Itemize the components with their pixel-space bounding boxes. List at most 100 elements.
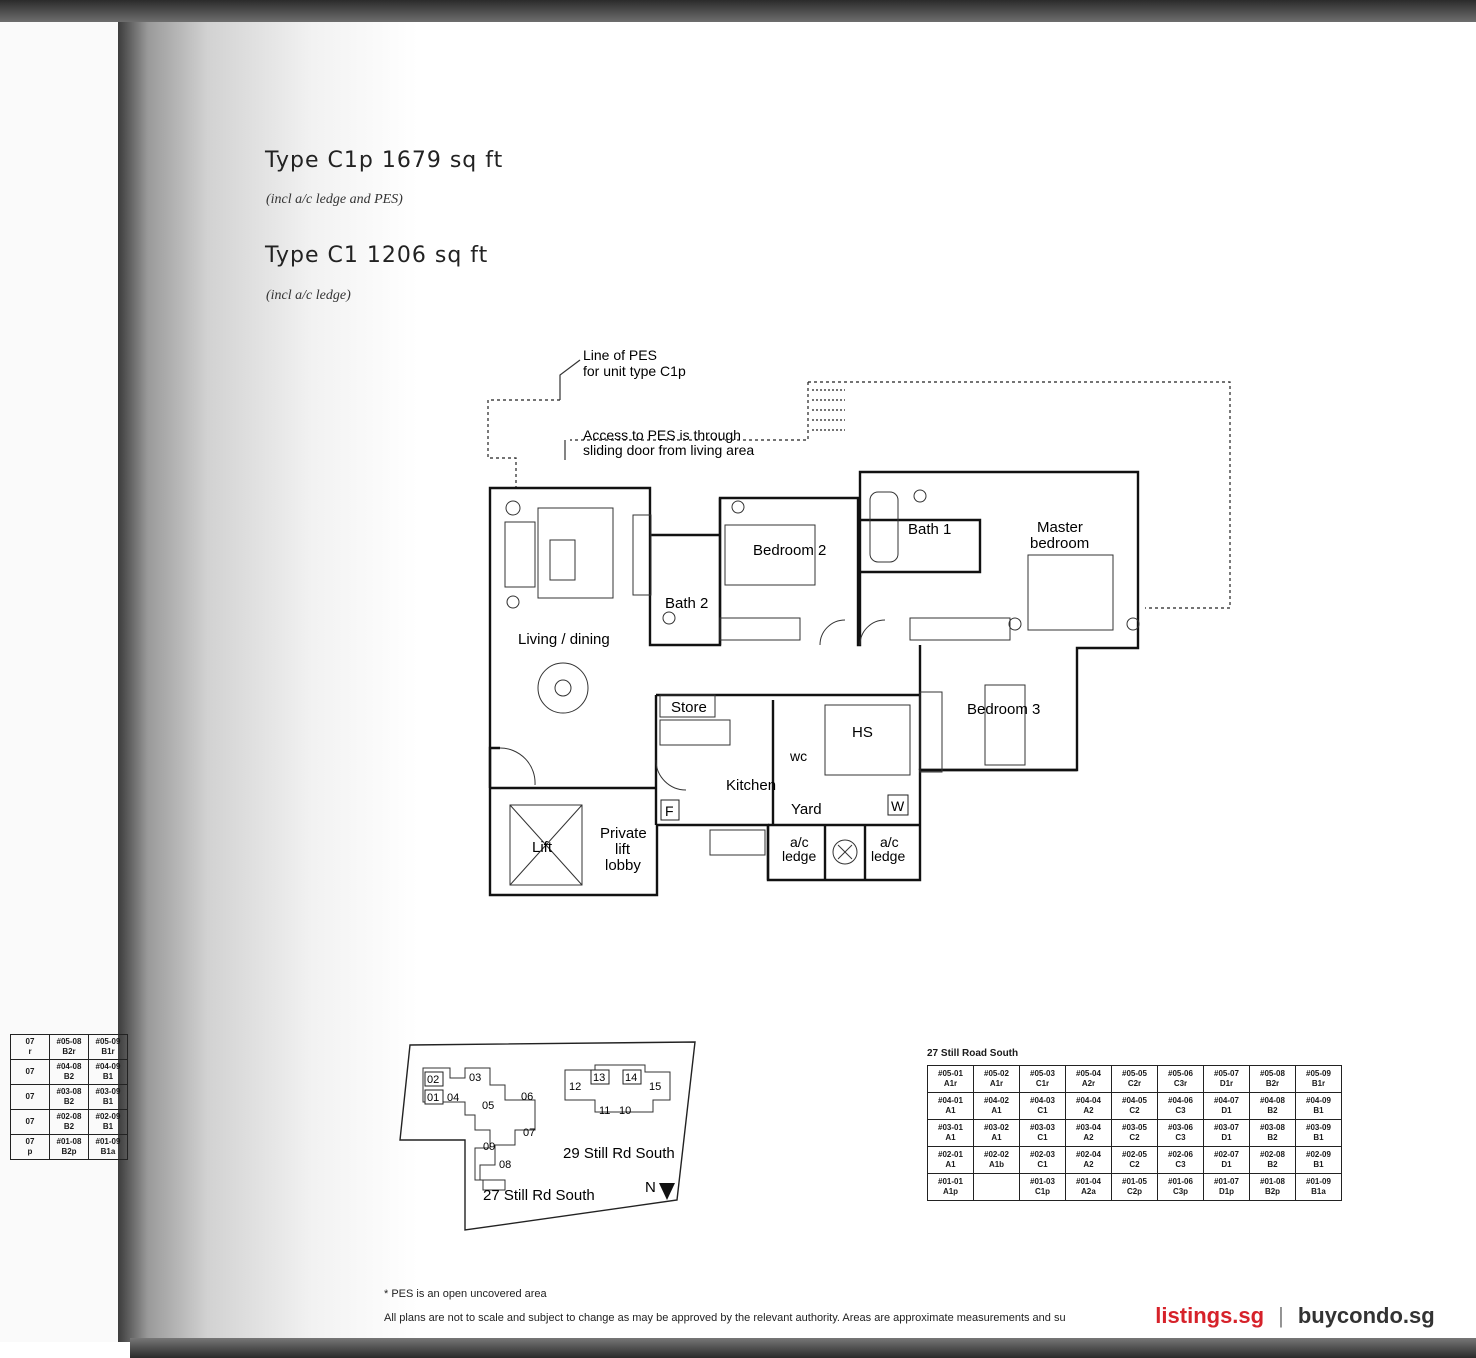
room-yard: Yard (791, 801, 822, 818)
floor-plan: Line of PES for unit type C1p Access to … (487, 347, 1231, 897)
unit-type: D1p (1218, 1187, 1235, 1196)
unit-type: A2 (1083, 1160, 1094, 1169)
unit-number: #01-06 (1168, 1177, 1193, 1186)
unit-number: #01-09 (95, 1137, 121, 1146)
unit-number: #05-05 (1122, 1069, 1147, 1078)
watermark-site-2: buycondo.sg (1297, 1303, 1435, 1328)
unit-number: #04-04 (1076, 1096, 1101, 1105)
unit-type: A1 (991, 1133, 1002, 1142)
key-block-08: 08 (499, 1159, 511, 1171)
unit-type: A2 (1083, 1133, 1094, 1142)
unit-number: #04-06 (1168, 1096, 1193, 1105)
unit-number: #03-08 (56, 1087, 82, 1096)
room-master-1: Master (1037, 519, 1083, 536)
unit-number: #03-05 (1122, 1123, 1147, 1132)
type-c1p-title: Type C1p 1679 sq ft (265, 148, 504, 173)
unit-type: C1 (1037, 1133, 1048, 1142)
key-block-05: 05 (482, 1100, 494, 1112)
unit-number: 07 (25, 1092, 35, 1101)
unit-number: #05-06 (1168, 1069, 1193, 1078)
unit-number: #02-09 (1306, 1150, 1331, 1159)
type-c1-title: Type C1 1206 sq ft (265, 243, 489, 268)
unit-type: C1 (1037, 1106, 1048, 1115)
unit-type: A1b (988, 1160, 1005, 1169)
access-label-2: sliding door from living area (583, 442, 754, 458)
unit-type: A2r (1081, 1079, 1096, 1088)
unit-type: C3r (1173, 1079, 1188, 1088)
unit-type: C1p (1034, 1187, 1051, 1196)
unit-number: #04-03 (1030, 1096, 1055, 1105)
unit-number: #02-05 (1122, 1150, 1147, 1159)
key-block-10: 10 (619, 1105, 631, 1117)
unit-type: C2p (1126, 1187, 1143, 1196)
ac-ledge-2-b: ledge (871, 848, 905, 864)
key-block-01: 01 (427, 1092, 439, 1104)
unit-type: C3 (1175, 1133, 1186, 1142)
type-c1p-subtitle: (incl a/c ledge and PES) (266, 192, 403, 207)
unit-type: B1 (1313, 1160, 1324, 1169)
unit-type: A2 (1083, 1106, 1094, 1115)
unit-number: #02-09 (95, 1112, 121, 1121)
unit-type: C2 (1129, 1160, 1140, 1169)
unit-type: B2p (61, 1147, 77, 1156)
unit-type: D1 (1221, 1133, 1232, 1142)
unit-type: C2r (1127, 1079, 1142, 1088)
key-27-label: 27 Still Rd South (483, 1187, 595, 1204)
unit-number: #02-08 (56, 1112, 82, 1121)
unit-number: #05-07 (1214, 1069, 1239, 1078)
key-block-11: 11 (599, 1105, 610, 1117)
room-kitchen: Kitchen (726, 777, 776, 794)
pes-line-label-2: for unit type C1p (583, 363, 686, 379)
unit-number: #02-02 (984, 1150, 1009, 1159)
key-plan: 02 03 01 04 05 06 07 09 08 12 13 14 15 1… (399, 1041, 696, 1231)
unit-type: C3 (1175, 1160, 1186, 1169)
unit-type: B2 (63, 1122, 75, 1131)
unit-number: #03-03 (1030, 1123, 1055, 1132)
unit-type: B1 (1313, 1106, 1324, 1115)
unit-number: #04-01 (938, 1096, 963, 1105)
unit-number: #02-03 (1030, 1150, 1055, 1159)
room-wc: wc (789, 748, 807, 764)
unit-type: A1 (991, 1106, 1002, 1115)
unit-number: #05-08 (56, 1037, 82, 1046)
key-block-06: 06 (521, 1091, 533, 1103)
unit-number: #05-03 (1030, 1069, 1055, 1078)
room-bath-1: Bath 1 (908, 521, 951, 538)
unit-type: C2 (1129, 1106, 1140, 1115)
room-bedroom-3: Bedroom 3 (967, 701, 1040, 718)
disclaimer-note: All plans are not to scale and subject t… (384, 1312, 1066, 1324)
washer-label: W (891, 798, 905, 814)
unit-number: #05-01 (938, 1069, 963, 1078)
north-arrow-icon (659, 1183, 675, 1200)
key-block-04: 04 (447, 1092, 459, 1104)
key-block-02: 02 (427, 1074, 439, 1086)
unit-number: #03-01 (938, 1123, 963, 1132)
unit-type: B2 (63, 1072, 75, 1081)
